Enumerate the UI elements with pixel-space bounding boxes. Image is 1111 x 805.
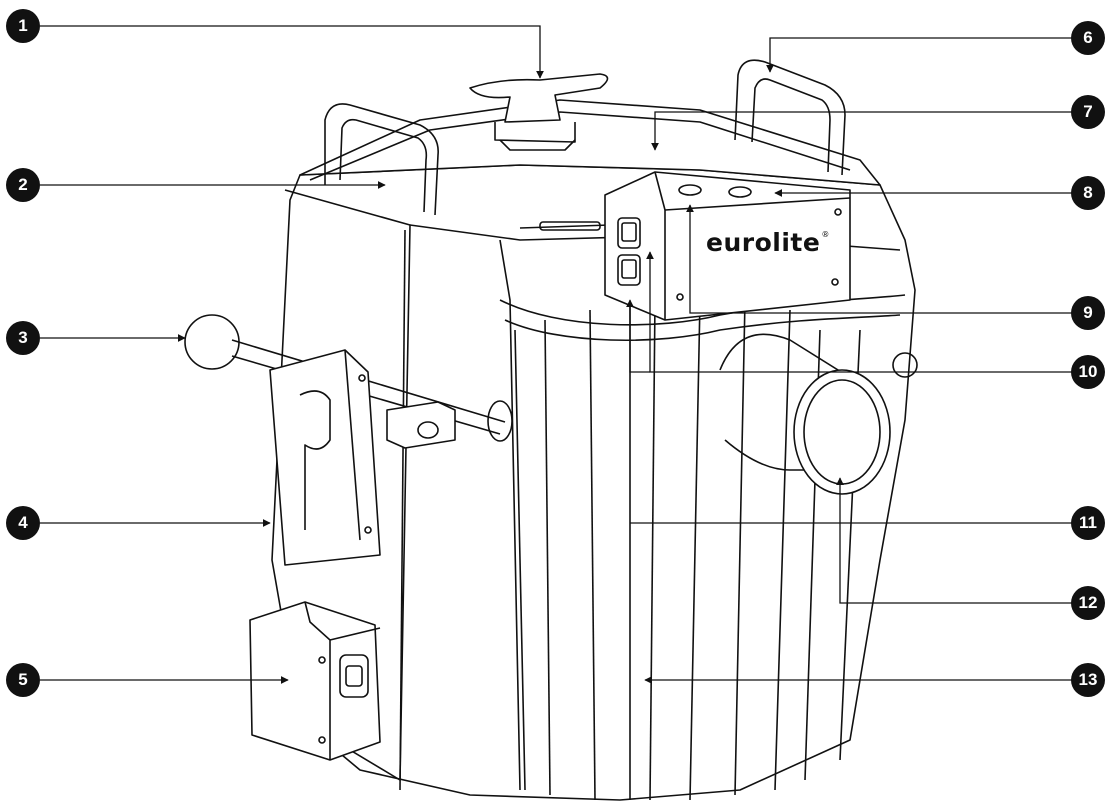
callout-13: 13: [1071, 663, 1105, 697]
eurolite-logo: eurolite®: [706, 228, 830, 257]
callout-2: 2: [6, 168, 40, 202]
callout-11: 11: [1071, 506, 1105, 540]
leader-lines: [40, 25, 1072, 684]
logo-text: eurolite: [706, 228, 821, 257]
callout-7: 7: [1071, 95, 1105, 129]
machine-body: [184, 59, 918, 801]
callout-5: 5: [6, 663, 40, 697]
callout-3: 3: [6, 321, 40, 355]
callout-12: 12: [1071, 586, 1105, 620]
registered-mark: ®: [821, 230, 830, 239]
callout-4: 4: [6, 506, 40, 540]
callout-6: 6: [1071, 21, 1105, 55]
callout-8: 8: [1071, 176, 1105, 210]
callout-1: 1: [6, 9, 40, 43]
callout-10: 10: [1071, 355, 1105, 389]
callout-9: 9: [1071, 296, 1105, 330]
